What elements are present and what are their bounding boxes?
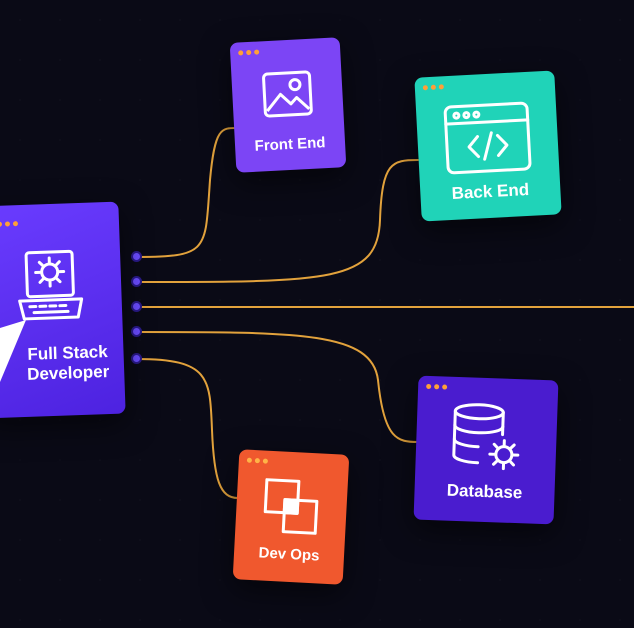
anchor-dot	[133, 278, 140, 285]
overlapping-squares-icon	[261, 477, 322, 543]
image-icon	[260, 69, 315, 125]
dev-ops-label: Dev Ops	[258, 544, 320, 565]
connector-front-end	[136, 126, 241, 258]
window-dots	[246, 457, 269, 464]
anchor-dot	[133, 253, 140, 260]
node-card-back-end: Back End	[414, 70, 562, 222]
cursor-arrow-icon	[0, 312, 30, 387]
window-dots	[426, 383, 448, 390]
window-dots	[238, 49, 260, 56]
node-card-dev-ops: Dev Ops	[232, 449, 350, 585]
connector-back-end	[136, 159, 419, 283]
database-label: Database	[446, 480, 523, 503]
database-gear-icon	[449, 401, 528, 483]
anchor-dot	[133, 328, 140, 335]
laptop-gear-icon	[14, 247, 87, 334]
front-end-label: Front End	[254, 134, 326, 155]
back-end-label: Back End	[451, 179, 530, 203]
window-dots	[0, 221, 19, 227]
anchor-dot	[133, 303, 140, 310]
node-card-database: Database	[413, 375, 559, 525]
window-dots	[422, 84, 444, 91]
connector-database	[136, 331, 419, 443]
node-card-front-end: Front End	[229, 37, 347, 173]
code-window-icon	[442, 100, 534, 182]
anchor-dot	[133, 355, 140, 362]
connector-dev-ops	[136, 358, 239, 499]
hub-card-full-stack-developer: Full Stack Developer	[0, 201, 126, 419]
